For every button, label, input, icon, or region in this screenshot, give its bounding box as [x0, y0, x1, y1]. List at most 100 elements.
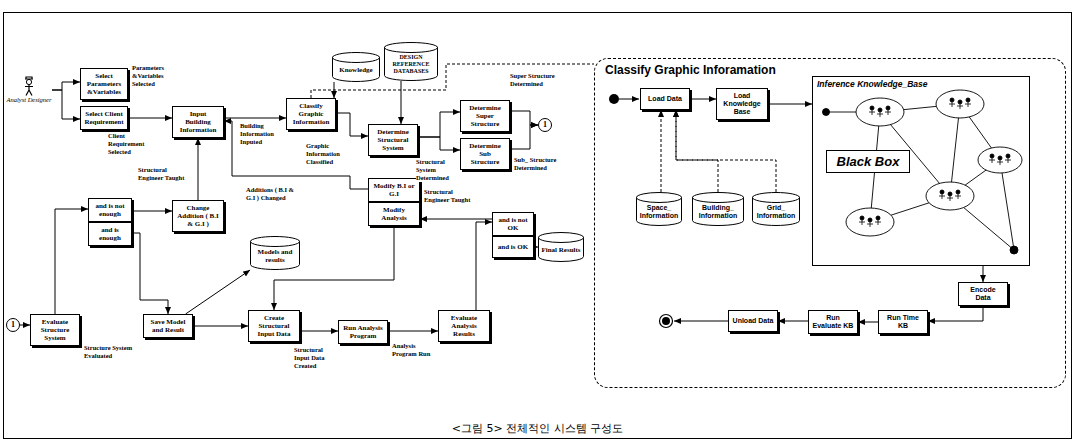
flow-connector — [676, 110, 776, 192]
actor-node: Analyst Designer — [6, 76, 52, 103]
node-text: Inference Knowledge_Base — [817, 79, 1025, 89]
state-label: Parameters &Variables Selected — [132, 64, 182, 88]
process-box: Select Parameters &Variables — [80, 68, 128, 100]
network-cluster — [936, 90, 984, 118]
state-label: Additions ( B.I & G.I ) Changed — [246, 186, 302, 202]
state-label: Structural Input Data Created — [294, 346, 338, 370]
knowledge-base-panel: Inference Knowledge_BaseBlack Box — [812, 76, 1030, 266]
node-text: Evaluate Analysis Results — [442, 314, 486, 338]
process-box: Run Time KB — [878, 310, 928, 334]
node-text: Save Model and Result — [147, 318, 189, 334]
process-box: Evaluate Structure System — [30, 314, 80, 346]
process-box: Encode Data — [958, 282, 1008, 306]
connector-circle: 1 — [6, 318, 20, 332]
flow-connector — [186, 270, 250, 314]
flow-connector — [661, 110, 662, 192]
node-text: Evaluate Structure System — [34, 318, 76, 342]
flow-connector — [132, 211, 172, 212]
decision-box: and is OK — [492, 236, 534, 258]
node-text: Load Knowledge Base — [720, 92, 764, 116]
end-dot-core — [662, 317, 670, 325]
database-cylinder: DESIGN REFERENCE DATABASES — [384, 42, 438, 81]
process-box: Modify Analysis — [368, 202, 420, 226]
node-text: Modify B.I or G.I — [372, 182, 416, 198]
process-box: Select Client Requirement — [80, 106, 128, 130]
flow-connector — [418, 137, 460, 150]
flow-connector — [128, 118, 172, 119]
figure-frame — [4, 13, 1072, 439]
flow-connector — [336, 113, 368, 136]
state-label: Super Structure Determined — [510, 72, 556, 88]
node-text: Create Structural Input Data — [252, 314, 296, 338]
process-box: Save Model and Result — [143, 314, 193, 338]
flow-connector — [20, 325, 30, 326]
caption: <그림 5> 전체적인 시스템 구성도 — [452, 422, 623, 436]
node-text: Classify Graphic Inforamation — [605, 63, 1055, 77]
process-box: Input Building Information — [172, 106, 224, 138]
flow-connector — [388, 331, 438, 332]
flow-connector — [224, 118, 286, 119]
node-text: Modify Analysis — [372, 206, 416, 222]
flow-connector — [778, 321, 808, 322]
node-text: Space_ Information — [639, 204, 679, 220]
node-text: Models and results — [253, 248, 297, 264]
people-icons — [949, 98, 971, 109]
node-text: 1 — [6, 318, 20, 332]
node-text: Encode Data — [962, 286, 1004, 302]
node-text: Analyst Designer — [7, 96, 52, 103]
flow-connector — [401, 81, 402, 124]
decision-box: and is not enough — [88, 198, 132, 222]
flow-connector — [690, 99, 716, 100]
node-text: Run Evaluate KB — [812, 314, 854, 330]
node-text: Input Building Information — [176, 110, 220, 134]
flow-connector — [928, 306, 983, 321]
node-text: Run Time KB — [882, 314, 924, 330]
decision-box: and is enough — [88, 222, 132, 246]
flow-connector — [510, 125, 538, 149]
node-text: Classify Graphic Information — [290, 102, 332, 126]
black-box-label: Black Box — [826, 150, 910, 173]
network-cluster — [856, 98, 904, 126]
people-icons — [869, 106, 891, 117]
flow-connector — [534, 247, 538, 248]
node-text: Building_ Information — [695, 204, 741, 220]
state-label: Structural System Determined — [416, 158, 456, 182]
node-text: DESIGN REFERENCE DATABASES — [387, 54, 435, 75]
node-text: Select Client Requirement — [84, 110, 124, 126]
database-cylinder: Grid_ Information — [752, 192, 800, 226]
node-text: and is OK — [498, 243, 528, 251]
flow-connector — [52, 82, 80, 90]
process-box: Load Knowledge Base — [716, 88, 768, 120]
flow-connector — [132, 233, 168, 314]
flow-connector — [420, 219, 492, 220]
node-text: Load Data — [648, 95, 682, 103]
flow-connector — [476, 222, 492, 310]
database-cylinder: Building_ Information — [692, 192, 744, 226]
node-text: Knowledge — [339, 66, 372, 74]
process-box: Unload Data — [728, 310, 778, 332]
state-label: Structure System Evaluated — [84, 344, 138, 360]
flow-connector — [768, 104, 812, 105]
process-box: Classify Graphic Information — [286, 98, 336, 130]
flow-connector — [858, 322, 878, 323]
flow-connector — [676, 110, 718, 192]
decision-box: and is not OK — [492, 212, 534, 236]
node-text: and is not enough — [92, 202, 128, 218]
flow-connector — [418, 112, 460, 137]
state-label: Building Information Inputed — [240, 122, 284, 146]
flow-connector — [983, 266, 984, 282]
node-text: Determine Sub Structure — [464, 142, 506, 166]
flow-connector — [224, 121, 368, 189]
flow-connector — [193, 326, 248, 327]
process-box: Determine Structural System — [368, 124, 418, 156]
process-box: Change Addition ( B.I & G.I ) — [172, 200, 224, 232]
network-cluster — [846, 208, 894, 236]
node-text: Determine Structural System — [372, 128, 414, 152]
knowledge-network — [823, 90, 1023, 254]
node-text: and is not OK — [496, 216, 530, 232]
start-arrow — [619, 99, 639, 100]
flow-connector — [55, 209, 88, 314]
node-text: Select Parameters &Variables — [84, 72, 124, 96]
node-text: Unload Data — [733, 317, 774, 325]
process-box: Modify B.I or G.I — [368, 178, 420, 202]
